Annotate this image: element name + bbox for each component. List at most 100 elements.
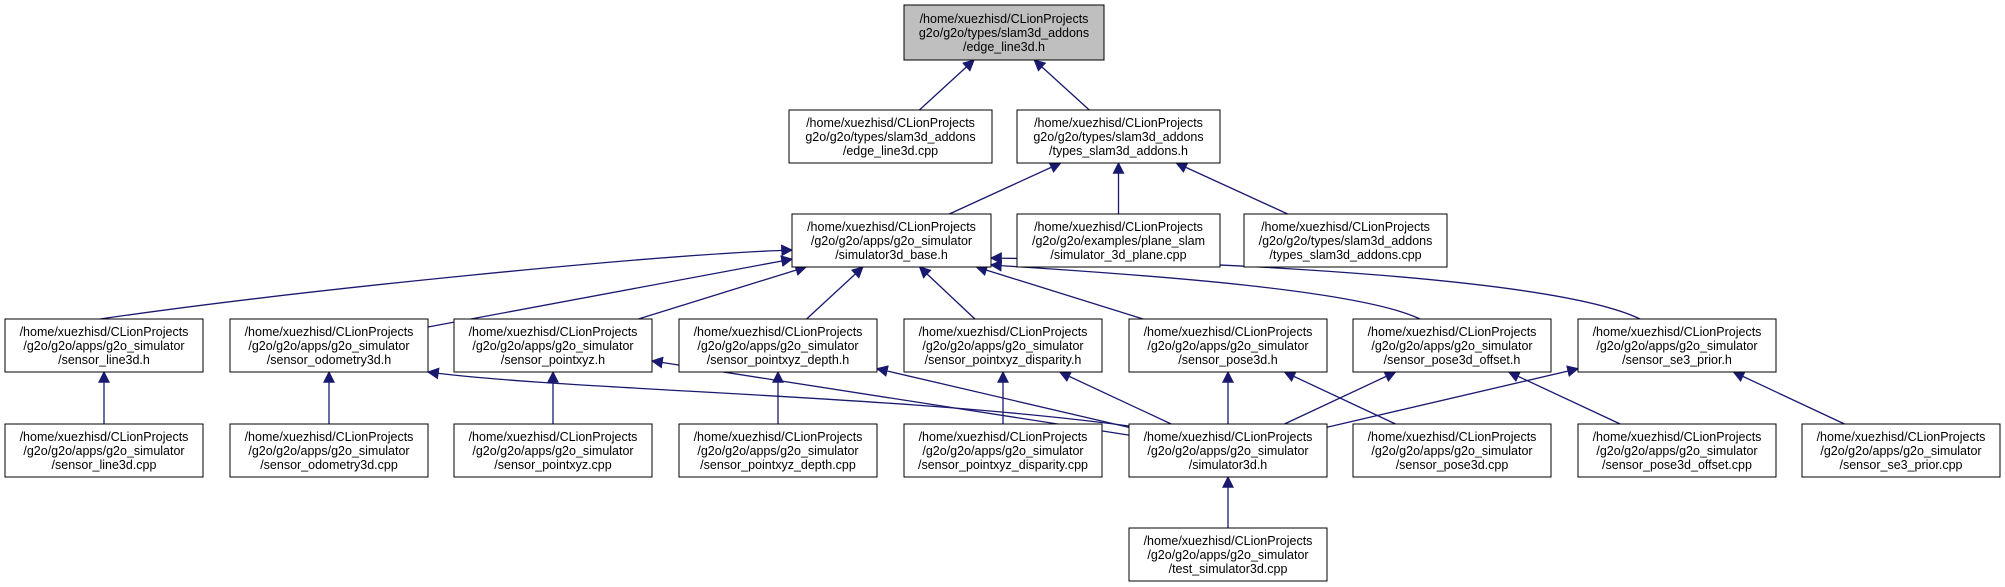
file-node-path-line: /edge_line3d.h [963, 40, 1045, 54]
file-node-sensor-pose3d-cpp[interactable]: /home/xuezhisd/CLionProjects/g2o/g2o/app… [1352, 423, 1552, 478]
file-node-types-slam3d-addons-h[interactable]: /home/xuezhisd/CLionProjectsg2o/g2o/type… [1016, 109, 1221, 164]
file-node-box [1243, 213, 1448, 268]
file-node-path-line: /sensor_pose3d_offset.h [1384, 353, 1521, 367]
file-node-path-line: /test_simulator3d.cpp [1169, 562, 1288, 576]
file-node-path-line: /g2o/g2o/apps/g2o_simulator [1596, 339, 1757, 353]
file-node-path-line: /g2o/g2o/apps/g2o_simulator [811, 234, 972, 248]
file-node-path-line: /home/xuezhisd/CLionProjects [1368, 325, 1537, 339]
file-node-path-line: /g2o/g2o/apps/g2o_simulator [1820, 444, 1981, 458]
file-node-path-line: /sensor_pointxyz_disparity.cpp [918, 458, 1088, 472]
file-node-sensor-pointxyz-depth-cpp[interactable]: /home/xuezhisd/CLionProjects/g2o/g2o/app… [678, 423, 878, 478]
include-edge-arrow [806, 266, 864, 320]
file-node-box [453, 423, 653, 478]
file-node-box [4, 318, 204, 373]
file-node-path-line: /sensor_pointxyz_disparity.h [925, 353, 1082, 367]
file-node-path-line: /home/xuezhisd/CLionProjects [1034, 220, 1203, 234]
file-node-sensor-se3-prior-h[interactable]: /home/xuezhisd/CLionProjects/g2o/g2o/app… [1577, 318, 1777, 373]
file-node-sensor-line3d-cpp[interactable]: /home/xuezhisd/CLionProjects/g2o/g2o/app… [4, 423, 204, 478]
file-node-types-slam3d-addons-cpp[interactable]: /home/xuezhisd/CLionProjects/g2o/g2o/typ… [1243, 213, 1448, 268]
include-edge-arrow [1732, 371, 1845, 425]
include-edge-arrow [99, 244, 794, 320]
file-node-box [1352, 423, 1552, 478]
file-node-path-line: /home/xuezhisd/CLionProjects [1368, 430, 1537, 444]
file-node-box [903, 423, 1103, 478]
file-node-path-line: /sensor_odometry3d.h [267, 353, 391, 367]
include-edge-arrow [1175, 162, 1288, 215]
file-node-path-line: g2o/g2o/types/slam3d_addons [1033, 130, 1203, 144]
file-node-path-line: /g2o/g2o/apps/g2o_simulator [1147, 339, 1308, 353]
file-node-path-line: /home/xuezhisd/CLionProjects [1034, 116, 1203, 130]
file-node-path-line: /types_slam3d_addons.cpp [1269, 248, 1421, 262]
file-node-path-line: /sensor_pointxyz.cpp [494, 458, 611, 472]
file-node-path-line: /home/xuezhisd/CLionProjects [469, 325, 638, 339]
file-node-path-line: /simulator3d_base.h [835, 248, 948, 262]
file-node-simulator3d-h[interactable]: /home/xuezhisd/CLionProjects/g2o/g2o/app… [1128, 423, 1328, 478]
file-node-sensor-pointxyz-cpp[interactable]: /home/xuezhisd/CLionProjects/g2o/g2o/app… [453, 423, 653, 478]
file-node-box [1128, 527, 1328, 582]
file-node-sensor-odometry3d-cpp[interactable]: /home/xuezhisd/CLionProjects/g2o/g2o/app… [229, 423, 429, 478]
file-node-path-line: /home/xuezhisd/CLionProjects [806, 116, 975, 130]
file-node-box [229, 423, 429, 478]
file-node-path-line: /home/xuezhisd/CLionProjects [694, 430, 863, 444]
file-node-path-line: /sensor_pointxyz.h [501, 353, 605, 367]
file-node-box [1016, 109, 1221, 164]
file-node-box [1352, 318, 1552, 373]
file-node-box [791, 213, 992, 268]
file-node-box [4, 423, 204, 478]
file-node-path-line: /home/xuezhisd/CLionProjects [919, 325, 1088, 339]
file-node-sensor-se3-prior-cpp[interactable]: /home/xuezhisd/CLionProjects/g2o/g2o/app… [1801, 423, 2001, 478]
file-node-box [1801, 423, 2001, 478]
file-node-sensor-odometry3d-h[interactable]: /home/xuezhisd/CLionProjects/g2o/g2o/app… [229, 318, 429, 373]
file-node-path-line: /g2o/g2o/apps/g2o_simulator [697, 444, 858, 458]
include-edge-arrow [1507, 371, 1621, 425]
file-node-path-line: /home/xuezhisd/CLionProjects [20, 430, 189, 444]
file-node-sensor-pointxyz-h[interactable]: /home/xuezhisd/CLionProjects/g2o/g2o/app… [453, 318, 653, 373]
file-node-path-line: /home/xuezhisd/CLionProjects [920, 12, 1089, 26]
file-node-box [229, 318, 429, 373]
file-node-box [678, 318, 878, 373]
file-node-path-line: /g2o/g2o/apps/g2o_simulator [1371, 444, 1532, 458]
file-node-box [678, 423, 878, 478]
file-node-path-line: /home/xuezhisd/CLionProjects [469, 430, 638, 444]
file-node-path-line: /home/xuezhisd/CLionProjects [694, 325, 863, 339]
include-edge-arrow [918, 266, 976, 320]
include-edge-arrow [975, 264, 1144, 320]
file-node-edge-line3d-cpp[interactable]: /home/xuezhisd/CLionProjectsg2o/g2o/type… [788, 109, 993, 164]
file-node-sensor-pose3d-h[interactable]: /home/xuezhisd/CLionProjects/g2o/g2o/app… [1128, 318, 1328, 373]
include-edge-arrow [949, 162, 1062, 215]
file-node-path-line: /edge_line3d.cpp [843, 144, 938, 158]
file-node-sensor-pointxyz-depth-h[interactable]: /home/xuezhisd/CLionProjects/g2o/g2o/app… [678, 318, 878, 373]
file-node-simulator3d-base-h[interactable]: /home/xuezhisd/CLionProjects/g2o/g2o/app… [791, 213, 992, 268]
file-node-path-line: /g2o/g2o/examples/plane_slam [1032, 234, 1205, 248]
file-node-path-line: /sensor_pointxyz_depth.cpp [700, 458, 856, 472]
file-node-path-line: /home/xuezhisd/CLionProjects [807, 220, 976, 234]
file-node-path-line: /home/xuezhisd/CLionProjects [245, 325, 414, 339]
file-node-sensor-pointxyz-disparity-cpp[interactable]: /home/xuezhisd/CLionProjects/g2o/g2o/app… [903, 423, 1103, 478]
file-node-sensor-pose3d-offset-h[interactable]: /home/xuezhisd/CLionProjects/g2o/g2o/app… [1352, 318, 1552, 373]
file-node-path-line: /home/xuezhisd/CLionProjects [1144, 430, 1313, 444]
file-node-simulator-3d-plane-cpp[interactable]: /home/xuezhisd/CLionProjects/g2o/g2o/exa… [1016, 213, 1221, 268]
include-edge-arrow [989, 259, 1421, 320]
file-node-path-line: /g2o/g2o/apps/g2o_simulator [23, 339, 184, 353]
include-edge-arrow [426, 367, 1130, 427]
file-node-path-line: /g2o/g2o/apps/g2o_simulator [697, 339, 858, 353]
file-node-box [1577, 423, 1777, 478]
file-node-path-line: /sensor_pose3d_offset.cpp [1602, 458, 1752, 472]
file-node-edge-line3d-h: /home/xuezhisd/CLionProjectsg2o/g2o/type… [903, 4, 1105, 61]
file-node-path-line: /g2o/g2o/apps/g2o_simulator [922, 444, 1083, 458]
file-node-path-line: /sensor_line3d.cpp [52, 458, 157, 472]
file-node-path-line: /home/xuezhisd/CLionProjects [1144, 325, 1313, 339]
file-node-box [453, 318, 653, 373]
file-node-sensor-pose3d-offset-cpp[interactable]: /home/xuezhisd/CLionProjects/g2o/g2o/app… [1577, 423, 1777, 478]
include-edge-arrow [1283, 371, 1396, 425]
file-node-sensor-line3d-h[interactable]: /home/xuezhisd/CLionProjects/g2o/g2o/app… [4, 318, 204, 373]
file-node-path-line: /home/xuezhisd/CLionProjects [1261, 220, 1430, 234]
file-node-sensor-pointxyz-disparity-h[interactable]: /home/xuezhisd/CLionProjects/g2o/g2o/app… [903, 318, 1103, 373]
include-edge-arrow [427, 255, 794, 328]
file-node-box [903, 318, 1103, 373]
file-node-path-line: /sensor_pointxyz_depth.h [707, 353, 850, 367]
include-edge-arrow [875, 365, 1130, 429]
file-node-path-line: /g2o/g2o/apps/g2o_simulator [922, 339, 1083, 353]
file-node-path-line: /g2o/g2o/apps/g2o_simulator [1147, 444, 1308, 458]
file-node-test-simulator3d-cpp[interactable]: /home/xuezhisd/CLionProjects/g2o/g2o/app… [1128, 527, 1328, 582]
